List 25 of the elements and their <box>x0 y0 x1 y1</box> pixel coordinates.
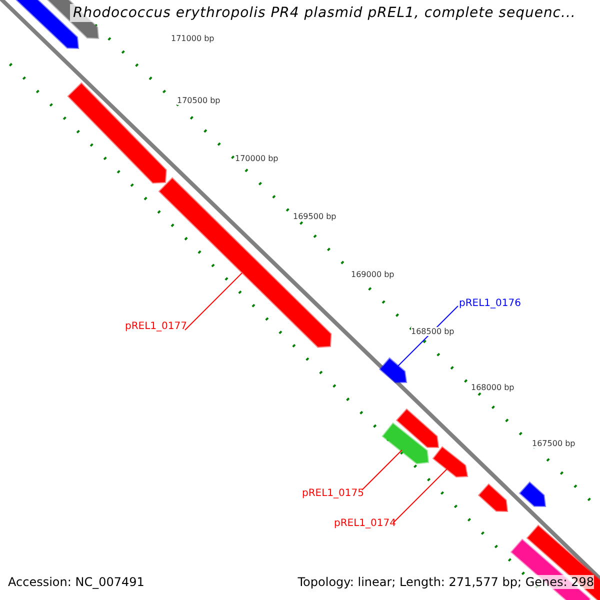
scale-tick-label: 170500 bp <box>177 96 220 105</box>
gene-label: pREL1_0177 <box>125 321 187 332</box>
scale-tick-label: 167500 bp <box>532 439 576 448</box>
leader-line <box>184 272 242 330</box>
scale-tick-label: 169500 bp <box>293 212 336 221</box>
gene-feature <box>478 483 508 512</box>
scale-tick-label: 170000 bp <box>235 154 278 163</box>
gene-feature <box>518 481 546 508</box>
gene-label: pREL1_0174 <box>334 518 396 529</box>
scale-tick-label: 171000 bp <box>171 34 214 43</box>
info-text: Topology: linear; Length: 271,577 bp; Genes: 298 <box>298 575 594 589</box>
scale-tick-label: 168500 bp <box>411 327 454 336</box>
gene-feature <box>67 82 167 184</box>
gene-label: pREL1_0175 <box>302 488 364 499</box>
leader-line <box>392 468 448 524</box>
scale-tick-label: 168000 bp <box>471 383 514 392</box>
gene-feature <box>378 357 408 384</box>
gene-label: pREL1_0176 <box>459 298 521 309</box>
leader-line <box>362 450 402 490</box>
info-text: Accession: NC_007491 <box>8 575 144 589</box>
gene-feature <box>396 408 440 448</box>
leader-line <box>398 306 458 366</box>
scale-tick-label: 169000 bp <box>351 270 394 279</box>
gene-feature <box>432 446 468 478</box>
gene-feature <box>382 422 430 464</box>
